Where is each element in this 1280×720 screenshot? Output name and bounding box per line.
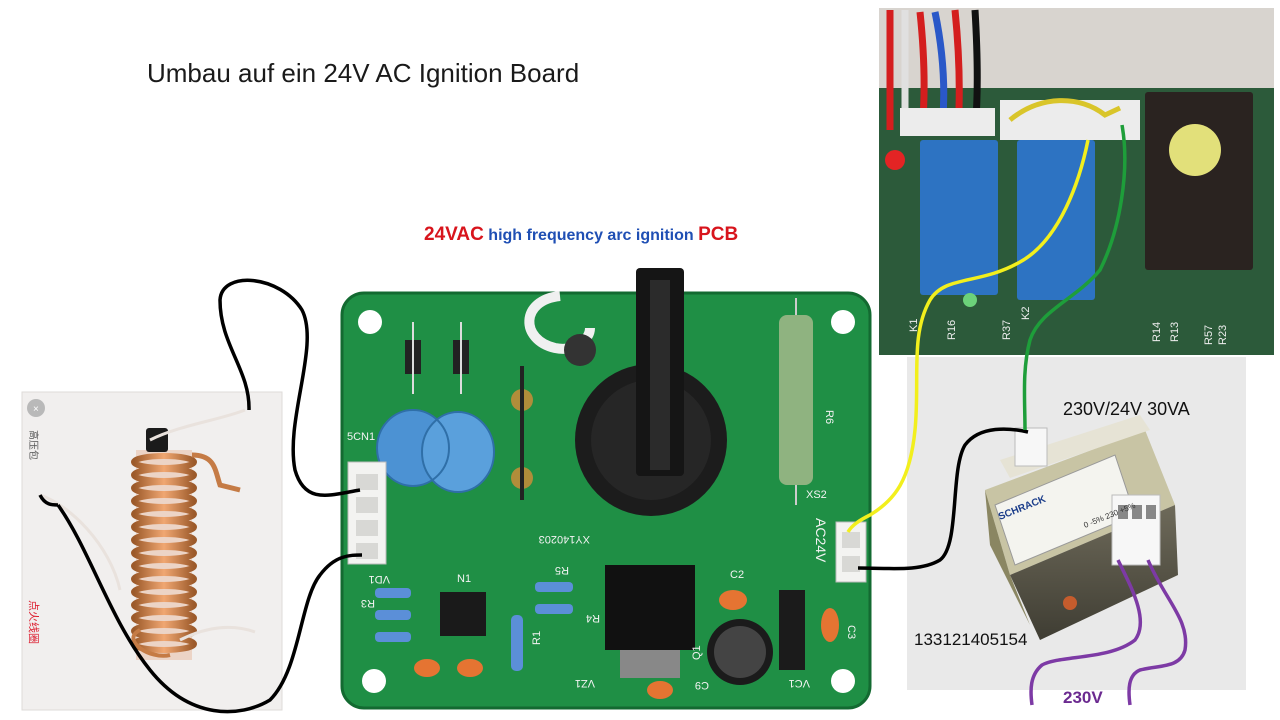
purple-wire-2	[1127, 559, 1188, 706]
svg-text:高压包: 高压包	[27, 430, 40, 460]
label-ac24v: AC24V	[813, 518, 829, 563]
transformer-label: 230V/24V 30VA	[1063, 399, 1190, 419]
black-wire-coil-bottom	[56, 503, 363, 714]
pcb-silkscreen: 5CN1 XS2 AC24V XY140203 R6 R1 R3 R4 R5 C…	[347, 410, 857, 691]
resistor-r6	[779, 298, 813, 505]
pcb-caption-voltage: 24VAC	[424, 224, 484, 245]
label-c3: C3	[845, 625, 857, 639]
ignition-pcb	[340, 268, 872, 710]
left-connector	[347, 461, 387, 565]
label-vz1: VZ1	[575, 677, 595, 689]
relay-label-k1: K1	[908, 319, 920, 332]
svg-text:点火线圈: 点火线圈	[27, 600, 41, 644]
ferrite-transformer	[575, 268, 727, 516]
label-r6: R6	[823, 410, 835, 424]
svg-text:×: ×	[33, 404, 39, 415]
label-c2: C2	[730, 569, 744, 581]
pcb-caption: 24VAC high frequency arc ignition PCB	[424, 224, 738, 246]
label-xs2: XS2	[806, 489, 827, 501]
label-r3: R3	[361, 597, 375, 609]
copper-coil	[39, 408, 256, 660]
black-wire-transformer	[857, 427, 1029, 571]
ignition-coil-photo: ×	[21, 391, 283, 711]
black-wire-coil-top	[218, 278, 361, 497]
relay-label-r37: R37	[1001, 320, 1013, 340]
label-q1: Q1	[691, 645, 703, 660]
relay-label-r14: R14	[1151, 322, 1163, 342]
blue-capacitors	[376, 409, 495, 493]
relay-label-r57: R57	[1203, 325, 1215, 345]
relay-silkscreen: K1 K2 R16 R37 R13 R14 R23 R57	[908, 307, 1229, 345]
label-r4: R4	[586, 612, 600, 624]
relay-label-k2: K2	[1020, 307, 1032, 320]
purple-wire-1	[1029, 559, 1142, 706]
label-r1: R1	[531, 631, 543, 645]
relay-label-r13: R13	[1169, 322, 1181, 342]
right-connector	[835, 521, 867, 583]
label-model: XY140203	[539, 533, 590, 545]
pcb-caption-description: high frequency arc ignition	[483, 227, 699, 244]
green-wire	[1022, 124, 1127, 431]
mains-label: 230V	[1063, 688, 1103, 707]
label-c9: C9	[695, 679, 709, 691]
yellow-wire	[846, 139, 1090, 533]
transformer-photo	[907, 357, 1246, 690]
label-r5: R5	[555, 564, 569, 576]
phone-number: 133121405154	[914, 630, 1028, 649]
label-vd1: VD1	[369, 573, 390, 585]
relay-label-r23: R23	[1217, 325, 1229, 345]
label-5cn1: 5CN1	[347, 431, 375, 443]
pcb-caption-pcb: PCB	[698, 224, 739, 245]
label-vc1: VC1	[789, 677, 810, 689]
slide-title: Umbau auf ein 24V AC Ignition Board	[147, 58, 580, 88]
relay-label-r16: R16	[946, 320, 958, 340]
label-n1: N1	[457, 573, 471, 585]
